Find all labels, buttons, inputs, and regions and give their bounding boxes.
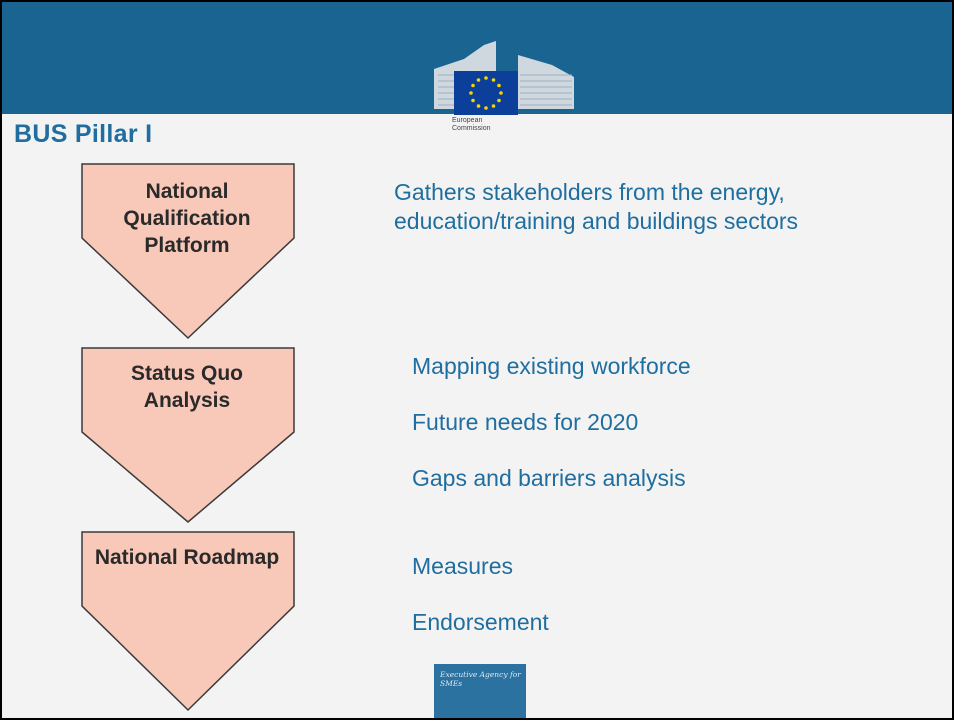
slide-title: BUS Pillar I [14, 120, 153, 148]
executive-agency-logo-text: Executive Agency for SMEs [440, 670, 521, 688]
step-3-description-2: Endorsement [412, 609, 549, 635]
eu-star-icon [497, 83, 501, 88]
step-1-description: Gathers stakeholders from the energy, ed… [394, 179, 799, 234]
step-1-chevron [81, 163, 295, 340]
step-2-description-1: Mapping existing workforce [412, 353, 691, 379]
step-3-label: National Roadmap [94, 546, 280, 569]
eu-star-icon [484, 106, 488, 110]
european-commission-logo: European Commission [434, 39, 574, 149]
european-commission-logo-text: European Commission [452, 117, 491, 132]
chevron-shape [81, 163, 295, 340]
eu-star-icon [484, 76, 488, 80]
eu-star-icon [476, 104, 481, 108]
step-3-description-1: Measures [412, 553, 513, 579]
eu-star-icon [471, 98, 475, 103]
eu-star-icon [476, 78, 481, 82]
eu-star-icon [491, 104, 496, 108]
step-3-chevron [81, 531, 295, 712]
step-2-chevron [81, 347, 295, 523]
eu-star-icon [469, 91, 473, 95]
step-2-description-2: Future needs for 2020 [412, 409, 639, 435]
eu-star-icon [499, 91, 503, 95]
eu-star-icon [497, 98, 501, 103]
eu-star-icon [471, 83, 475, 88]
chevron-shape [81, 531, 295, 712]
eu-star-icon [491, 78, 496, 82]
step-2-description-3: Gaps and barriers analysis [412, 465, 686, 491]
chevron-shape [81, 347, 295, 523]
executive-agency-logo: Executive Agency for SMEs [434, 664, 526, 718]
european-commission-logo-icon [434, 41, 574, 145]
step-2-label: Status Quo Analysis [130, 362, 243, 412]
step-1-label: National Qualification Platform [123, 180, 251, 257]
